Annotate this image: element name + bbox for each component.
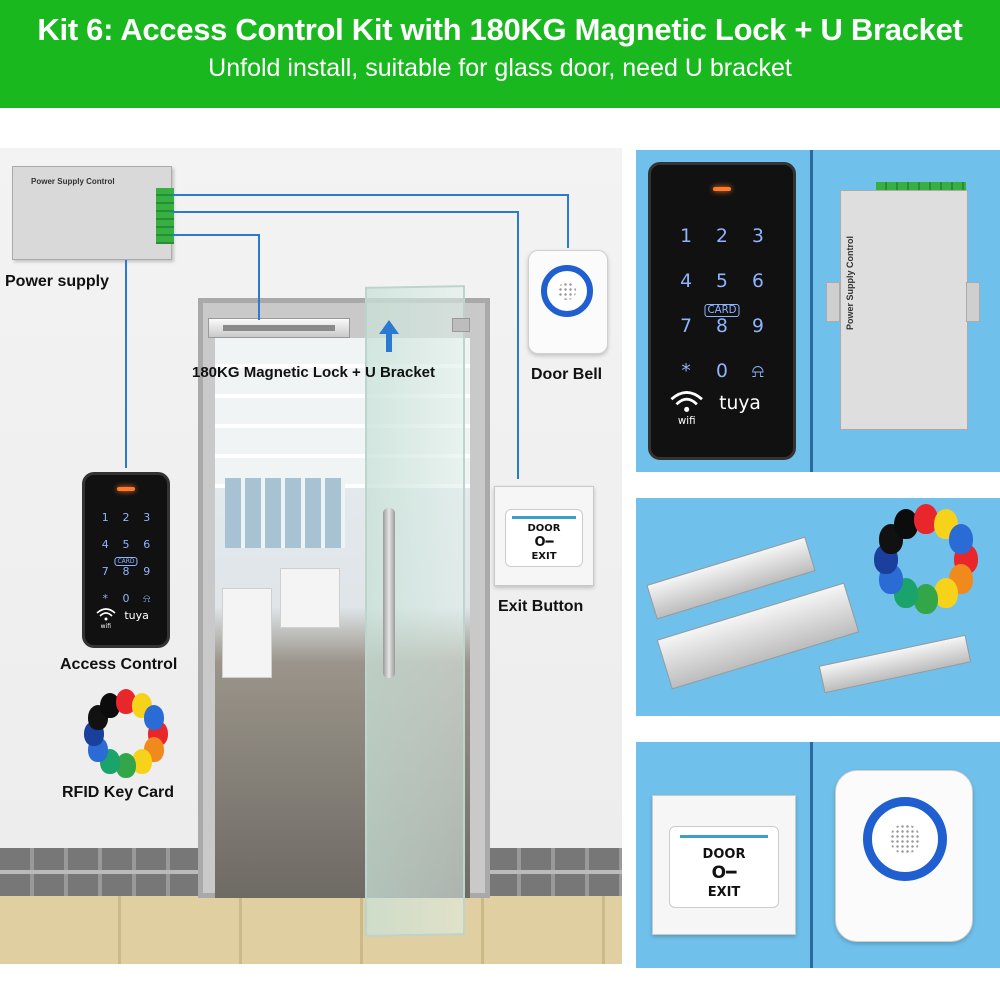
keypad-key: 1 xyxy=(680,226,692,248)
brand-logo: tuya xyxy=(719,392,761,414)
keypad-key: 0 xyxy=(122,592,130,605)
installation-scene: 180KG Magnetic Lock + U Bracket Power Su… xyxy=(0,148,622,964)
wall-brick-left xyxy=(0,848,200,896)
keypad-key: 6 xyxy=(752,270,764,292)
power-supply-label: Power supply xyxy=(5,273,110,290)
maglock-label: 180KG Magnetic Lock + U Bracket xyxy=(192,364,436,381)
keypad-key: 8 xyxy=(122,565,130,578)
rfid-card xyxy=(934,578,958,609)
office-window xyxy=(225,478,345,548)
brand-logo: tuya xyxy=(124,609,149,622)
wifi-label: wifi xyxy=(677,416,696,428)
door-bell-product xyxy=(835,770,973,942)
keypad-key: 3 xyxy=(143,511,151,524)
u-bracket xyxy=(452,318,470,332)
exit-door-text: DOOR xyxy=(702,847,746,862)
keypad-key: 9 xyxy=(143,565,151,578)
magnetic-lock xyxy=(208,318,350,338)
rfid-card xyxy=(116,689,136,714)
exit-button: DOOR O━ EXIT xyxy=(494,486,594,586)
speaker-grille-icon xyxy=(863,797,947,881)
psu-terminals xyxy=(156,188,174,244)
wire-maglock xyxy=(258,234,260,320)
keypad-key: ⍾ xyxy=(143,592,151,605)
exit-button-label: Exit Button xyxy=(498,598,584,615)
keypad-key: 5 xyxy=(716,270,728,292)
psu-product-label: Power Supply Control xyxy=(845,235,855,330)
keypad-product: 1 2 3 4 5 6 7 8 9 * 0 ⍾ CARD wifi tuya xyxy=(648,162,796,460)
rfid-card xyxy=(116,753,136,778)
rfid-card xyxy=(100,693,120,719)
psu-label: Power Supply Control xyxy=(31,177,115,186)
wire-exit xyxy=(517,211,519,479)
exit-door-text: DOOR xyxy=(527,523,561,534)
page-title: Kit 6: Access Control Kit with 180KG Mag… xyxy=(37,12,963,47)
keypad-key: 8 xyxy=(716,315,728,337)
rfid-card xyxy=(143,705,164,730)
door-bell-label: Door Bell xyxy=(531,366,603,383)
wire-exit xyxy=(172,211,519,213)
office-desk xyxy=(222,588,272,678)
rfid-card xyxy=(914,583,938,614)
keypad-key: 7 xyxy=(101,565,109,578)
keypad-key: 7 xyxy=(680,315,692,337)
keypad-keys: 1 2 3 4 5 6 7 8 9 * 0 ⍾ xyxy=(668,226,776,381)
door-bell xyxy=(528,250,608,354)
rfid-cards-product xyxy=(866,503,986,614)
wall-brick-right xyxy=(487,848,622,896)
power-supply: Power Supply Control xyxy=(12,166,172,260)
wire-access xyxy=(125,260,127,468)
wire-doorbell xyxy=(567,194,569,248)
header-banner: Kit 6: Access Control Kit with 180KG Mag… xyxy=(0,0,1000,108)
floor xyxy=(0,896,622,964)
wifi-label: wifi xyxy=(100,623,111,630)
door-handle xyxy=(383,508,395,678)
keypad-key: ⍾ xyxy=(751,360,765,382)
office-desk xyxy=(280,568,340,628)
rfid-label: RFID Key Card xyxy=(62,784,175,801)
psu-product xyxy=(840,190,968,430)
keypad-key: 6 xyxy=(143,538,151,551)
keypad-key: 2 xyxy=(122,511,130,524)
keypad-key: 3 xyxy=(752,226,764,248)
keypad-key: 1 xyxy=(101,511,109,524)
page-subtitle: Unfold install, suitable for glass door,… xyxy=(208,54,792,82)
wire-doorbell xyxy=(172,194,569,196)
keypad-key: 2 xyxy=(716,226,728,248)
speaker-grille-icon xyxy=(541,265,593,317)
glass-door xyxy=(365,285,465,937)
keypad-card-label: CARD xyxy=(114,557,138,566)
keypad-key: 0 xyxy=(716,360,728,382)
rfid-card xyxy=(132,748,152,774)
rfid-key-cards xyxy=(76,688,176,778)
access-control-label: Access Control xyxy=(60,656,178,673)
wifi-icon: wifi xyxy=(668,389,705,427)
exit-exit-text: EXIT xyxy=(707,885,741,900)
keypad-key: 9 xyxy=(752,315,764,337)
rfid-card xyxy=(948,523,973,554)
keypad-key: 4 xyxy=(680,270,692,292)
key-icon: O━ xyxy=(711,863,737,883)
exit-button-product: DOOR O━ EXIT xyxy=(652,795,796,935)
keypad-key: * xyxy=(681,360,691,382)
keypad-key: * xyxy=(102,592,108,605)
exit-exit-text: EXIT xyxy=(531,551,557,562)
wire-maglock xyxy=(172,234,260,236)
keypad-key: 4 xyxy=(101,538,109,551)
keypad-card-label: CARD xyxy=(704,304,740,318)
keypad-key: 5 xyxy=(122,538,130,551)
up-arrow-icon xyxy=(379,320,399,352)
key-icon: O━ xyxy=(534,535,554,550)
wifi-icon: wifi xyxy=(95,607,117,630)
